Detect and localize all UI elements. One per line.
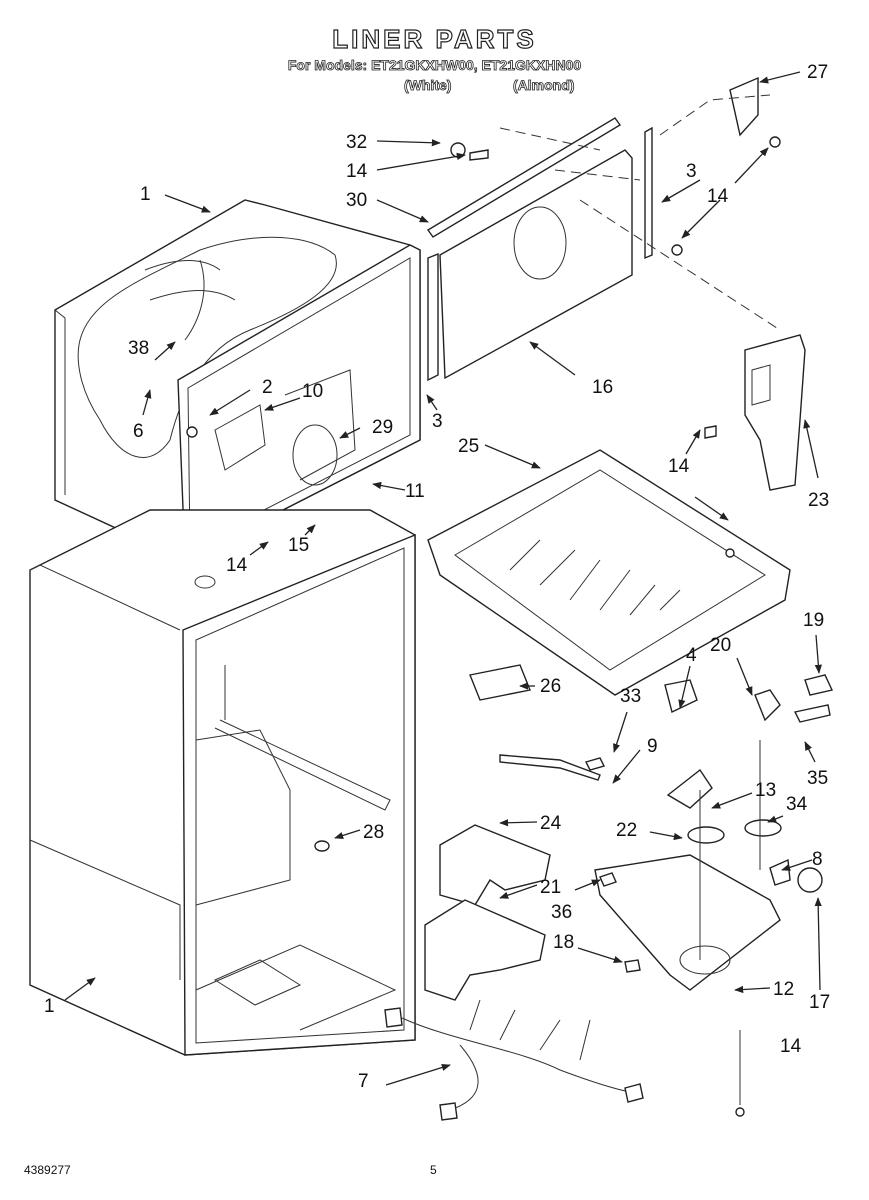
callout-23: 23 bbox=[808, 490, 829, 511]
callout-29: 29 bbox=[372, 417, 393, 438]
callout-14: 14 bbox=[780, 1036, 802, 1057]
callout-36: 36 bbox=[551, 902, 572, 923]
callout-27: 27 bbox=[807, 62, 828, 83]
page-title: LINER PARTS bbox=[332, 23, 537, 54]
callout-1: 1 bbox=[140, 184, 151, 205]
callout-12: 12 bbox=[773, 979, 794, 1000]
callout-30: 30 bbox=[346, 190, 367, 211]
callout-11: 11 bbox=[405, 481, 425, 502]
air-duct bbox=[704, 334, 806, 491]
dispenser-parts bbox=[424, 824, 551, 1001]
callout-33: 33 bbox=[620, 686, 641, 707]
callout-35: 35 bbox=[807, 768, 828, 789]
callout-3: 3 bbox=[686, 161, 697, 182]
callout-38: 38 bbox=[128, 338, 149, 359]
callout-9: 9 bbox=[647, 736, 658, 757]
callout-22: 22 bbox=[616, 820, 637, 841]
leader-lines bbox=[64, 71, 822, 1086]
callout-13: 13 bbox=[755, 780, 776, 801]
callout-34: 34 bbox=[786, 794, 808, 815]
wire-harness bbox=[384, 999, 644, 1121]
page-number: 5 bbox=[430, 1163, 437, 1177]
callout-16: 16 bbox=[592, 377, 613, 398]
callout-6: 6 bbox=[133, 421, 144, 442]
callout-4: 4 bbox=[686, 645, 697, 666]
callout-8: 8 bbox=[812, 849, 823, 870]
callout-17: 17 bbox=[809, 992, 830, 1013]
crisper-cover bbox=[427, 449, 791, 696]
color-white-label: (White) bbox=[404, 77, 452, 94]
callout-3: 3 bbox=[432, 411, 443, 432]
color-almond-label: (Almond) bbox=[513, 77, 575, 94]
callout-14: 14 bbox=[707, 186, 729, 207]
callout-1: 1 bbox=[44, 996, 55, 1017]
rear-panel bbox=[426, 76, 781, 382]
refrigerator-liner bbox=[29, 509, 416, 1056]
callout-28: 28 bbox=[363, 822, 384, 843]
document-number: 4389277 bbox=[24, 1163, 71, 1177]
callout-2: 2 bbox=[262, 377, 273, 398]
freezer-liner bbox=[54, 199, 421, 562]
callout-14: 14 bbox=[668, 456, 690, 477]
callout-19: 19 bbox=[803, 610, 824, 631]
callout-32: 32 bbox=[346, 132, 367, 153]
callout-21: 21 bbox=[540, 877, 561, 898]
callout-14: 14 bbox=[226, 555, 248, 576]
callout-26: 26 bbox=[540, 676, 561, 697]
models-line: For Models: ET21GKXHW00, ET21GKXHN00 bbox=[287, 57, 582, 74]
callout-14: 14 bbox=[346, 161, 368, 182]
callout-10: 10 bbox=[302, 381, 323, 402]
callout-15: 15 bbox=[288, 535, 309, 556]
callout-7: 7 bbox=[358, 1071, 369, 1092]
callout-labels: 1 1 2 3 3 4 6 7 8 9 10 11 12 13 14 14 14… bbox=[44, 62, 830, 1092]
callout-18: 18 bbox=[553, 932, 574, 953]
callout-20: 20 bbox=[710, 635, 731, 656]
callout-24: 24 bbox=[540, 813, 562, 834]
control-housing-parts bbox=[469, 664, 834, 1117]
callout-25: 25 bbox=[458, 436, 479, 457]
